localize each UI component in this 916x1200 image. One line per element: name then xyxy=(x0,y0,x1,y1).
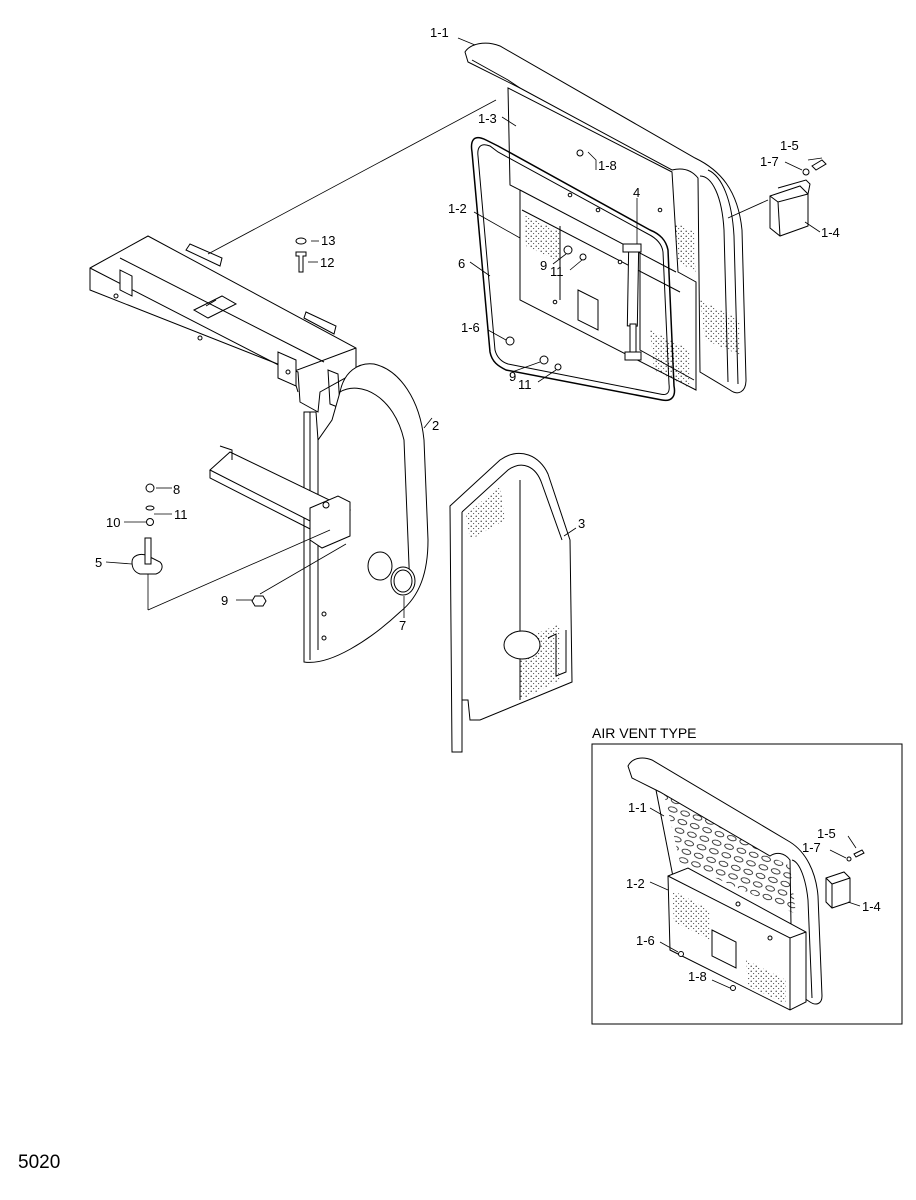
callout-1-1: 1-1 xyxy=(430,25,449,40)
panel-3 xyxy=(449,452,573,753)
callout-2: 2 xyxy=(432,418,439,433)
lower-bracket xyxy=(209,445,352,549)
door-assembly xyxy=(464,42,827,402)
callout-1-6: 1-6 xyxy=(461,320,480,335)
callout-12: 12 xyxy=(320,255,334,270)
callout-9a: 9 xyxy=(540,258,547,273)
callout-7: 7 xyxy=(399,618,406,633)
bolt-12 xyxy=(295,251,307,273)
gas-spring xyxy=(622,243,642,361)
callout-labels: 1-1 1-3 1-8 1-5 1-7 1-4 4 1-2 9 11 6 1-6… xyxy=(95,25,840,633)
washer-13 xyxy=(295,237,307,245)
cap-1-8 xyxy=(576,149,584,157)
inset-callout-1-7: 1-7 xyxy=(802,840,821,855)
callout-1-5: 1-5 xyxy=(780,138,799,153)
leader-lines xyxy=(105,37,823,618)
callout-1-4: 1-4 xyxy=(821,225,840,240)
inset-callout-1-8: 1-8 xyxy=(688,969,707,984)
callout-1-2: 1-2 xyxy=(448,201,467,216)
washer-11a xyxy=(579,253,587,261)
washer-11c xyxy=(145,505,155,511)
inset-callout-1-2: 1-2 xyxy=(626,876,645,891)
callout-9b: 9 xyxy=(509,369,516,384)
inset-title: AIR VENT TYPE xyxy=(592,725,697,741)
callout-1-3: 1-3 xyxy=(478,111,497,126)
callout-4: 4 xyxy=(633,185,640,200)
callout-13: 13 xyxy=(321,233,335,248)
door-inner-frame xyxy=(507,87,697,391)
cap-8 xyxy=(145,483,155,493)
callout-1-8: 1-8 xyxy=(598,158,617,173)
callout-3: 3 xyxy=(578,516,585,531)
callout-9c: 9 xyxy=(221,593,228,608)
latch-box xyxy=(769,179,811,237)
nut-9b xyxy=(539,355,549,365)
inset-callout-1-5: 1-5 xyxy=(817,826,836,841)
door-seal xyxy=(470,136,676,402)
washer-11b xyxy=(554,363,562,371)
inset-callout-1-1: 1-1 xyxy=(628,800,647,815)
bracket-5 xyxy=(131,537,163,575)
bolt-1-5 xyxy=(811,159,827,171)
inset-callout-1-4: 1-4 xyxy=(862,899,881,914)
callout-11b: 11 xyxy=(518,377,532,392)
inset-air-vent-type: AIR VENT TYPE 1-1 1-5 1-7 xyxy=(591,725,903,1025)
callout-11a: 11 xyxy=(550,264,564,279)
inset-callout-1-6: 1-6 xyxy=(636,933,655,948)
washer-10 xyxy=(146,518,154,526)
cap-1-6 xyxy=(505,336,515,346)
callout-11c: 11 xyxy=(174,507,188,522)
callout-1-7: 1-7 xyxy=(760,154,779,169)
callout-8: 8 xyxy=(173,482,180,497)
page-number: 5020 xyxy=(18,1152,61,1173)
inset-frame xyxy=(591,743,903,1025)
callout-10: 10 xyxy=(106,515,120,530)
nut-9a xyxy=(563,245,573,255)
nut-9c xyxy=(251,595,267,607)
hinge-bracket xyxy=(89,235,357,413)
callout-5: 5 xyxy=(95,555,102,570)
callout-6: 6 xyxy=(458,256,465,271)
washer-1-7 xyxy=(802,168,810,176)
